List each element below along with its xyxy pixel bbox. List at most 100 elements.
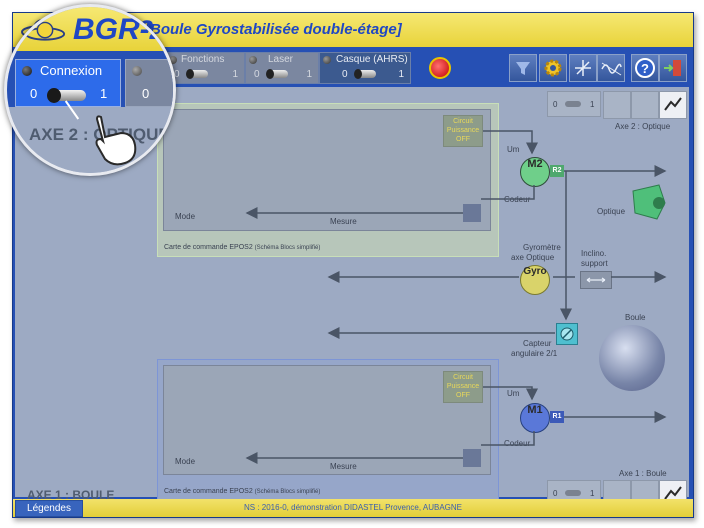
magnifier-next-group[interactable]: 0	[125, 59, 173, 107]
casque-one: 1	[398, 69, 404, 80]
axe1-small-label: Axe 1 : Boule	[619, 469, 667, 478]
axe2-label: AXE 2 : OPTIQUE	[29, 125, 170, 144]
emergency-stop-icon[interactable]	[429, 57, 451, 79]
mesure-label-axe1: Mesure	[330, 462, 357, 471]
axe1-mini-zero: 0	[553, 489, 558, 498]
magnifier-connexion-label: Connexion	[40, 63, 103, 78]
magnifier-connexion-switch[interactable]	[47, 88, 86, 103]
laser-switch[interactable]	[266, 69, 288, 79]
magnifier-connexion-zero: 0	[30, 86, 38, 101]
optique-icon	[632, 184, 666, 220]
signal-arrows	[245, 130, 667, 464]
magnifier-titlebar: BGR-2	[7, 7, 173, 51]
mode-label-axe2: Mode	[175, 212, 196, 221]
epos2-card-axe1-caption: Carte de commande EPOS2 (Schéma Blocs si…	[164, 488, 320, 495]
fonctions-toggle-group[interactable]: Fonctions 0 1	[165, 52, 245, 84]
optique-label: Optique	[597, 207, 626, 216]
epos2-card-axe2-caption: Carte de commande EPOS2 (Schéma Blocs si…	[164, 244, 320, 251]
axe2-mini-switch-knob	[565, 101, 581, 107]
inclino-sensor[interactable]	[580, 271, 612, 289]
axe1-mini-one: 1	[590, 489, 595, 498]
help-icon[interactable]: ?	[631, 54, 659, 82]
epos2-card-axe2-inner	[163, 109, 491, 231]
epos2-card-axe1-caption-note: (Schéma Blocs simplifié)	[254, 489, 321, 495]
magnifier-connexion-switch-knob	[47, 88, 61, 103]
magnifier-brand: BGR-2	[73, 13, 167, 46]
axe1-mini-switch-knob	[565, 490, 581, 496]
fonctions-zero: 0	[174, 69, 180, 80]
gyro-sensor[interactable]: Gyro	[520, 265, 550, 295]
filter-icon[interactable]	[509, 54, 537, 82]
capteur-line2: angulaire 2/1	[511, 349, 558, 358]
laser-toggle-group[interactable]: Laser 0 1	[245, 52, 319, 84]
axe1-label: AXE 1 : BOULE	[27, 488, 115, 502]
axe2-mini-controls: 0 1	[547, 91, 687, 119]
fonctions-led-icon	[169, 56, 177, 64]
magnifier-next-led-icon	[132, 66, 142, 76]
codeur-label-axe1: Codeur	[504, 439, 531, 448]
reducer-r1-badge: R1	[550, 411, 564, 423]
circuit-axe1-line3: OFF	[456, 392, 470, 399]
casque-zero: 0	[342, 69, 348, 80]
footer-bar: Légendes NS : 2016-0, démonstration DIDA…	[13, 499, 693, 517]
axe2-tool-icon[interactable]	[603, 91, 631, 119]
encoder-block-axe1	[463, 449, 481, 467]
pointer-hand-icon	[95, 115, 137, 166]
fonctions-one: 1	[232, 69, 238, 80]
magnifier-content	[7, 107, 173, 173]
footer-status-text: NS : 2016-0, démonstration DIDASTEL Prov…	[243, 503, 463, 512]
casque-label: Casque (AHRS)	[336, 54, 408, 65]
epos2-card-axe1-inner	[163, 365, 491, 475]
magnifier-connexion-one: 1	[100, 86, 108, 101]
axe2-mini-switch[interactable]: 0 1	[547, 91, 601, 117]
magnifier-connexion-group[interactable]: Connexion 0 1	[15, 59, 121, 107]
gyrometre-line2: axe Optique	[511, 253, 555, 262]
magnifier-next-zero: 0	[142, 86, 150, 101]
svg-text:?: ?	[641, 61, 649, 76]
capteur-line1: Capteur	[523, 339, 552, 348]
motor-m2[interactable]: M2	[520, 157, 550, 187]
circuit-axe2-line1: Circuit	[453, 118, 473, 125]
axe2-mini-zero: 0	[553, 100, 558, 109]
boule-icon	[599, 325, 665, 391]
circuit-puissance-axe1[interactable]: Circuit Puissance OFF	[443, 371, 483, 403]
gyrometre-line1: Gyromètre	[523, 243, 561, 252]
axe2-chart-icon[interactable]	[659, 91, 687, 119]
mode-label-axe1: Mode	[175, 457, 196, 466]
casque-toggle-group[interactable]: Casque (AHRS) 0 1	[319, 52, 411, 84]
circuit-axe2-line3: OFF	[456, 136, 470, 143]
um-label-axe2: Um	[507, 145, 520, 154]
encoder-block-axe2	[463, 204, 481, 222]
exit-icon[interactable]	[659, 54, 687, 82]
circuit-puissance-axe2[interactable]: Circuit Puissance OFF	[443, 115, 483, 147]
waveform-view-icon[interactable]	[597, 54, 625, 82]
laser-label: Laser	[268, 54, 294, 65]
legendes-button[interactable]: Légendes	[15, 500, 83, 517]
capteur-angulaire-sensor[interactable]	[556, 323, 578, 345]
axe2-gear-icon[interactable]	[631, 91, 659, 119]
um-label-axe1: Um	[507, 389, 520, 398]
boule-label: Boule	[625, 313, 646, 322]
axes-view-icon[interactable]	[569, 54, 597, 82]
magnifier-connexion-led-icon	[22, 66, 32, 76]
circuit-axe1-line1: Circuit	[453, 374, 473, 381]
epos2-card-axe1-caption-text: Carte de commande EPOS2	[164, 488, 253, 495]
laser-led-icon	[249, 56, 257, 64]
reducer-r2-badge: R2	[550, 165, 564, 177]
fonctions-switch[interactable]	[186, 69, 208, 79]
casque-switch[interactable]	[354, 69, 376, 79]
casque-led-icon	[323, 56, 331, 64]
epos2-card-axe2: Carte de commande EPOS2 (Schéma Blocs si…	[157, 103, 499, 257]
circuit-axe1-line2: Puissance	[446, 383, 480, 390]
settings-gear-icon[interactable]	[539, 54, 567, 82]
magnifier-overlay: BGR-2 Connexion 0 1 0 AXE 2 : OPTIQUE	[4, 4, 176, 176]
inclino-line1: Inclino.	[581, 249, 607, 258]
motor-m1[interactable]: M1	[520, 403, 550, 433]
circuit-axe2-line2: Puissance	[446, 127, 480, 134]
diagram-area: 0 1 Axe 2 : Optique Carte de commande EP…	[15, 87, 689, 508]
laser-zero: 0	[254, 69, 260, 80]
axe2-small-label: Axe 2 : Optique	[615, 122, 671, 131]
inclino-line2: support	[581, 259, 608, 268]
mesure-label-axe2: Mesure	[330, 217, 357, 226]
epos2-card-axe1: Carte de commande EPOS2 (Schéma Blocs si…	[157, 359, 499, 501]
